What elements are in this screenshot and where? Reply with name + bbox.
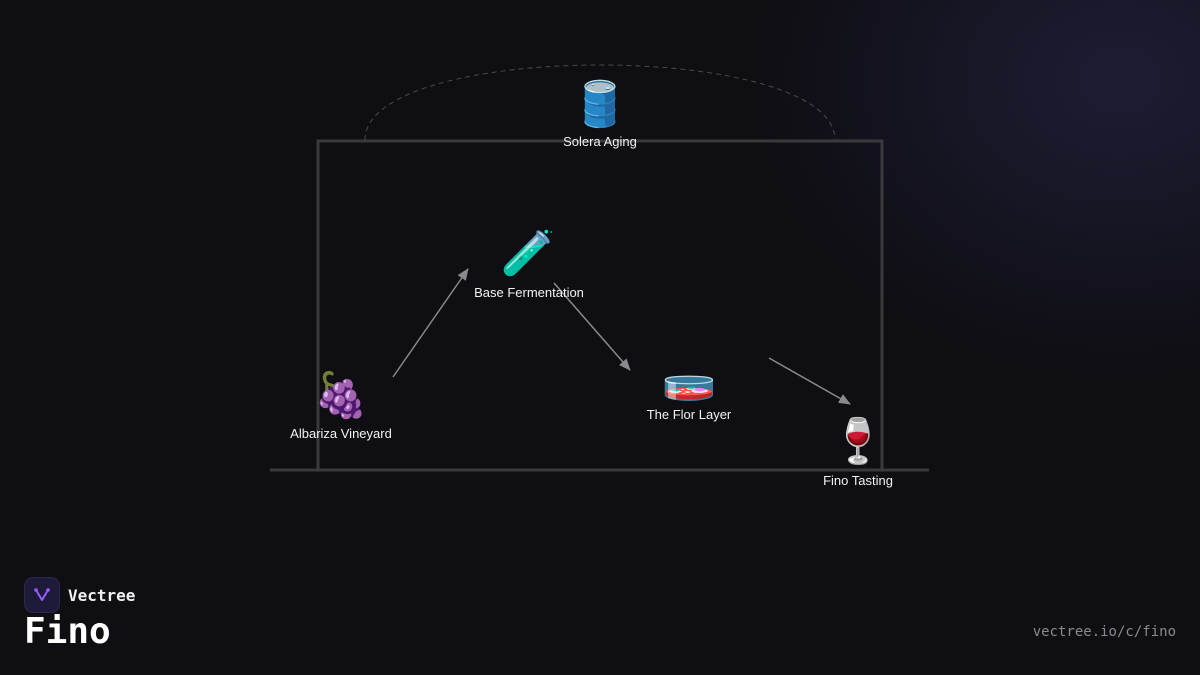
wine-glass-icon: 🍷 — [831, 416, 886, 467]
petri-dish-icon: 🧫 — [662, 352, 717, 403]
vectree-logo-icon — [24, 577, 60, 613]
edge-flor-tasting — [768, 357, 851, 405]
node-label-vineyard: Albariza Vineyard — [290, 426, 392, 441]
node-albariza-vineyard[interactable]: 🍇 Albariza Vineyard — [290, 370, 392, 441]
node-fino-tasting[interactable]: 🍷 Fino Tasting — [823, 416, 893, 488]
brand-name: Vectree — [68, 585, 136, 605]
node-label-flor: The Flor Layer — [647, 407, 732, 422]
page-url[interactable]: vectree.io/c/fino — [1032, 624, 1176, 640]
node-flor-layer[interactable]: 🧫 The Flor Layer — [647, 352, 732, 422]
page-title: Fino — [24, 611, 111, 652]
node-label-fermentation: Base Fermentation — [474, 285, 584, 300]
node-base-fermentation[interactable]: 🧪 Base Fermentation — [474, 228, 584, 300]
frame-outline — [316, 139, 884, 470]
grapes-icon: 🍇 — [314, 370, 369, 421]
test-tube-icon: 🧪 — [501, 228, 556, 279]
node-label-tasting: Fino Tasting — [823, 473, 893, 488]
edge-vineyard-fermentation — [392, 268, 469, 378]
barrel-icon: 🛢️ — [573, 79, 628, 130]
node-solera-aging[interactable]: 🛢️ Solera Aging — [563, 79, 637, 149]
node-label-solera: Solera Aging — [563, 134, 637, 149]
brand[interactable]: Vectree — [24, 577, 135, 613]
dashed-loop-arc — [364, 64, 836, 141]
edge-fermentation-flor — [553, 282, 631, 371]
